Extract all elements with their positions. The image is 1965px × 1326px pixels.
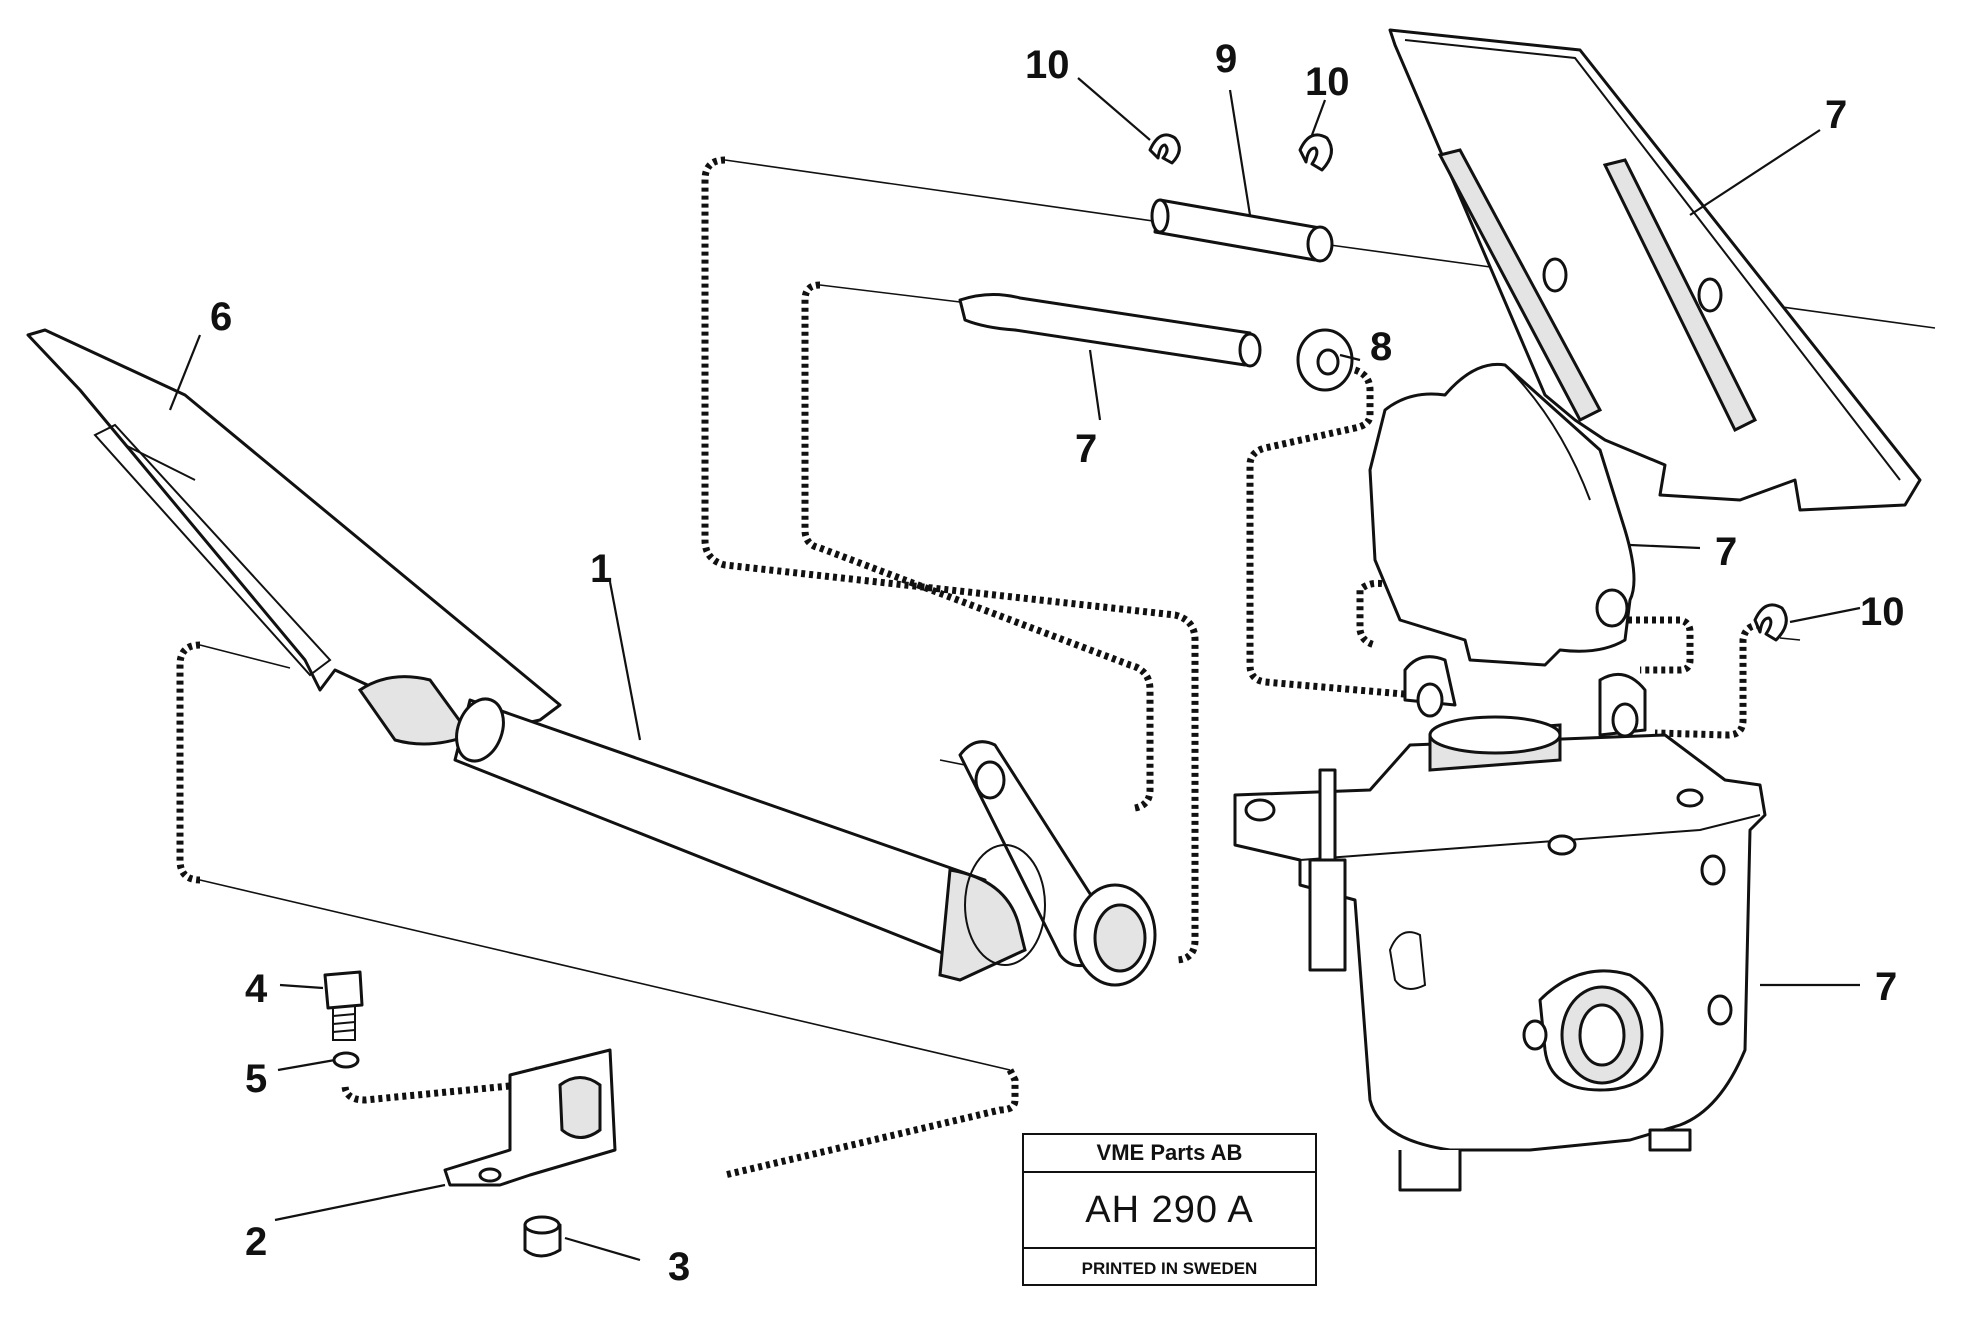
valve-body-part-7 bbox=[1233, 655, 1767, 1192]
callout-1: 1 bbox=[590, 547, 612, 591]
circlips-part-10 bbox=[1148, 133, 1788, 642]
assembly-dashed-lines bbox=[176, 156, 1761, 1179]
callout-10-left: 10 bbox=[1025, 43, 1070, 87]
pedal-shaft-part-1 bbox=[453, 697, 1157, 987]
bush-part-3 bbox=[523, 1215, 562, 1258]
pin-part-9 bbox=[1150, 198, 1334, 263]
bracket-part-2 bbox=[443, 1048, 617, 1187]
stamp-printed-note: PRINTED IN SWEDEN bbox=[1081, 1258, 1258, 1278]
callout-4: 4 bbox=[245, 967, 268, 1011]
callout-9: 9 bbox=[1215, 37, 1237, 81]
pin-part-7 bbox=[958, 293, 1262, 368]
cover-plate-part-7 bbox=[1388, 28, 1922, 512]
callout-8: 8 bbox=[1370, 325, 1392, 369]
callout-7-pin: 7 bbox=[1075, 427, 1097, 471]
callout-2: 2 bbox=[245, 1220, 267, 1264]
publisher-stamp: VME Parts AB AH 290 A PRINTED IN SWEDEN bbox=[1022, 1133, 1317, 1286]
bolt-part-4 bbox=[323, 970, 364, 1041]
lever-arm-part-7 bbox=[1368, 362, 1636, 667]
callout-7-lever: 7 bbox=[1715, 530, 1737, 574]
callout-6: 6 bbox=[210, 295, 232, 339]
washer-part-8 bbox=[1296, 328, 1354, 392]
callout-10-right: 10 bbox=[1860, 590, 1905, 634]
leader-lines bbox=[168, 77, 1861, 1262]
callout-5: 5 bbox=[245, 1057, 267, 1101]
callout-labels: 1 2 3 4 5 6 7 7 7 7 8 9 10 10 10 bbox=[210, 37, 1905, 1289]
callout-3: 3 bbox=[668, 1245, 690, 1289]
stamp-company: VME Parts AB bbox=[1024, 1135, 1315, 1173]
callout-10-mid: 10 bbox=[1305, 60, 1350, 104]
washer-part-5 bbox=[332, 1051, 360, 1069]
pedal-plate-part-6 bbox=[26, 328, 562, 746]
callout-7-valve: 7 bbox=[1875, 965, 1897, 1009]
stamp-drawing-code: AH 290 A bbox=[1024, 1173, 1315, 1249]
callout-7-plate: 7 bbox=[1825, 93, 1847, 137]
